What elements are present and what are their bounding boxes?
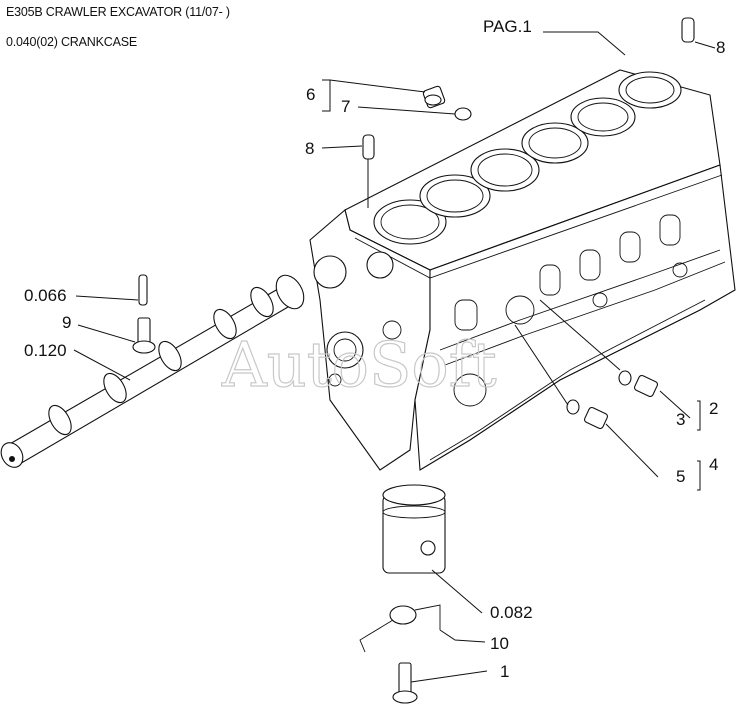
diagram-title: E305B CRAWLER EXCAVATOR (11/07- ) [6, 5, 230, 19]
callout-0120: 0.120 [24, 341, 67, 360]
nozzle-10 [359, 604, 441, 653]
callout-10: 10 [490, 634, 509, 653]
callout-8-left: 8 [305, 139, 314, 158]
leader-lines [73, 31, 716, 683]
callout-4: 4 [709, 455, 718, 474]
seal-ring-7 [454, 107, 472, 121]
callout-6: 6 [306, 85, 315, 104]
callout-7: 7 [341, 97, 350, 116]
plug-6 [422, 85, 446, 109]
callout-0082: 0.082 [490, 603, 533, 622]
camshaft [0, 274, 305, 468]
watermark: AutoSoft [221, 328, 497, 401]
diagram-subtitle: 0.040(02) CRANKCASE [6, 35, 137, 49]
bolt-9 [132, 317, 156, 354]
piston-cooling-jet [382, 484, 446, 574]
plug-3 [618, 370, 659, 398]
bolt-1 [392, 662, 418, 704]
dowel-pin-left [362, 134, 375, 160]
callout-9: 9 [62, 313, 71, 332]
callout-page-ref: PAG.1 [483, 17, 532, 36]
callout-5: 5 [676, 467, 685, 486]
plug-5 [566, 399, 609, 430]
callout-2: 2 [709, 399, 718, 418]
dowel-pin-top [681, 17, 695, 43]
callout-0066: 0.066 [24, 286, 67, 305]
cylinder-bores [373, 71, 682, 245]
callout-8-top: 8 [716, 38, 725, 57]
callout-3: 3 [676, 410, 685, 429]
callout-1: 1 [500, 662, 509, 681]
block-side-details [439, 214, 726, 407]
block-front-details [313, 251, 402, 387]
pin-0066 [138, 274, 148, 306]
